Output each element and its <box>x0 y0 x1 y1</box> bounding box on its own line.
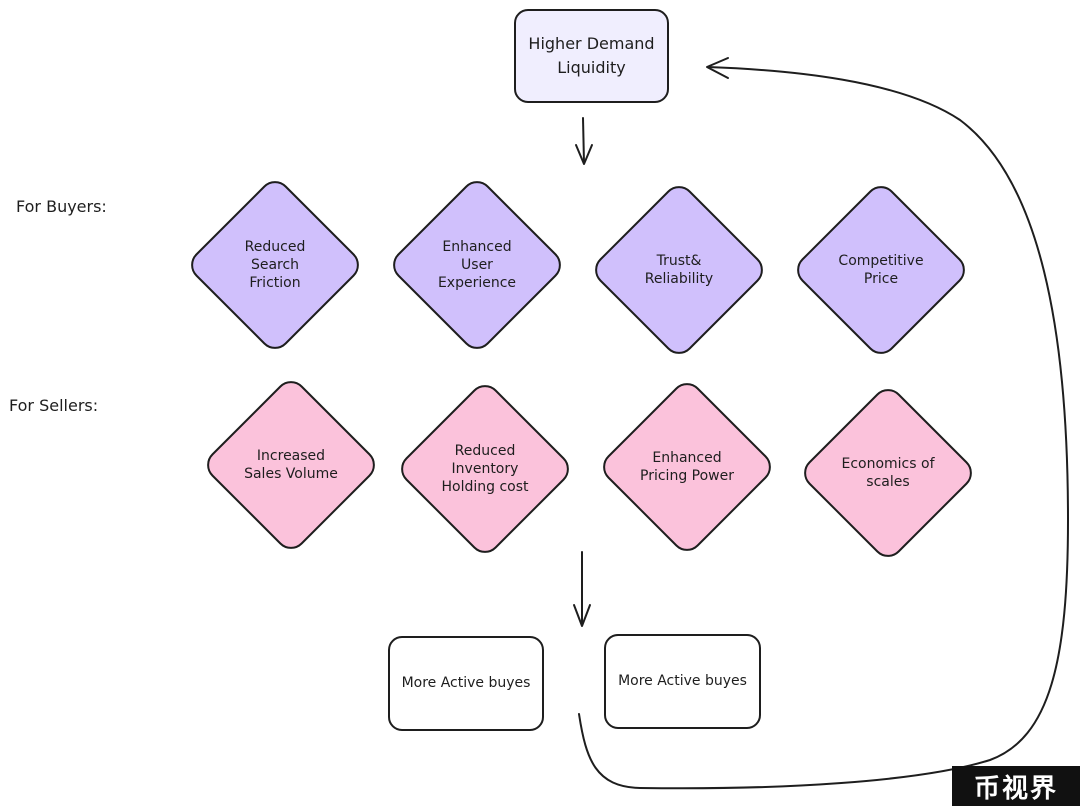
more-active-buyers-label: More Active buyes <box>401 675 531 691</box>
diamond-label: Enhanced User Experience <box>437 238 517 292</box>
diamond-label: Competitive Price <box>838 252 924 287</box>
more-active-buyers-label: More Active buyes <box>618 673 747 689</box>
buyer-diamond-competitive-price: Competitive Price <box>790 179 972 361</box>
higher-demand-liquidity-box: Higher Demand Liquidity <box>514 9 669 103</box>
for-sellers-label: For Sellers: <box>9 396 99 415</box>
feedback-loop-arrow-head <box>706 57 729 79</box>
more-active-buyers-box-left: More Active buyes <box>388 636 544 731</box>
diamond-label: Enhanced Pricing Power <box>640 449 734 484</box>
feedback-loop-arrow <box>578 66 1070 790</box>
for-buyers-label: For Buyers: <box>16 197 107 216</box>
buyer-diamond-trust-reliability: Trust& Reliability <box>588 179 770 361</box>
diamond-label: Economics of scales <box>841 455 935 490</box>
more-active-buyers-box-right: More Active buyes <box>604 634 761 729</box>
arrow-top-to-buyers <box>582 117 585 164</box>
seller-diamond-economics-of-scales: Economics of scales <box>797 382 979 564</box>
buyer-diamond-enhanced-user-experience: Enhanced User Experience <box>386 174 568 356</box>
diamond-label: Reduced Inventory Holding cost <box>441 442 529 496</box>
arrow-sellers-to-bottom-head <box>573 604 591 627</box>
seller-diamond-reduced-inventory-holding-cost: Reduced Inventory Holding cost <box>394 378 576 560</box>
seller-diamond-increased-sales-volume: Increased Sales Volume <box>200 374 382 556</box>
watermark-badge: 币视界 <box>952 766 1080 806</box>
seller-diamond-enhanced-pricing-power: Enhanced Pricing Power <box>596 376 778 558</box>
diamond-label: Reduced Search Friction <box>244 238 306 292</box>
arrow-top-to-buyers-head <box>575 144 593 165</box>
buyer-diamond-reduced-search-friction: Reduced Search Friction <box>184 174 366 356</box>
diamond-label: Trust& Reliability <box>644 252 714 287</box>
diamond-label: Increased Sales Volume <box>244 447 338 482</box>
higher-demand-liquidity-label: Higher Demand Liquidity <box>528 34 655 77</box>
